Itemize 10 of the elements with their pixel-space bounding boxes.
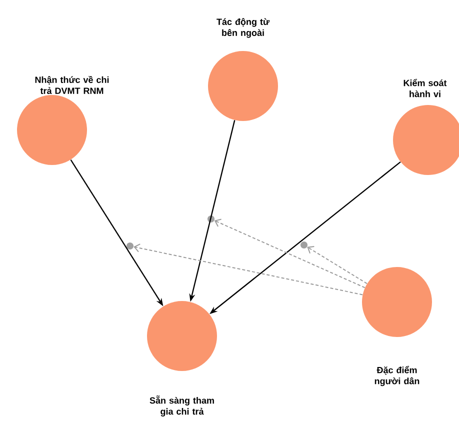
arrow (134, 244, 364, 296)
factor-label: Kiểm soát hành vi (404, 78, 447, 98)
factor-label: Tác động từ bên ngoài (216, 18, 270, 38)
junction-dot (300, 242, 308, 248)
factor-label: Đặc điểm người dân (374, 366, 420, 386)
arrow (214, 218, 366, 288)
factor-label: Sẵn sàng tham gia chi trả (150, 396, 214, 416)
arrow (307, 246, 368, 284)
factor-label: Nhận thức về chi trả DVMT RNM (35, 76, 109, 94)
junction-dot (126, 242, 134, 250)
